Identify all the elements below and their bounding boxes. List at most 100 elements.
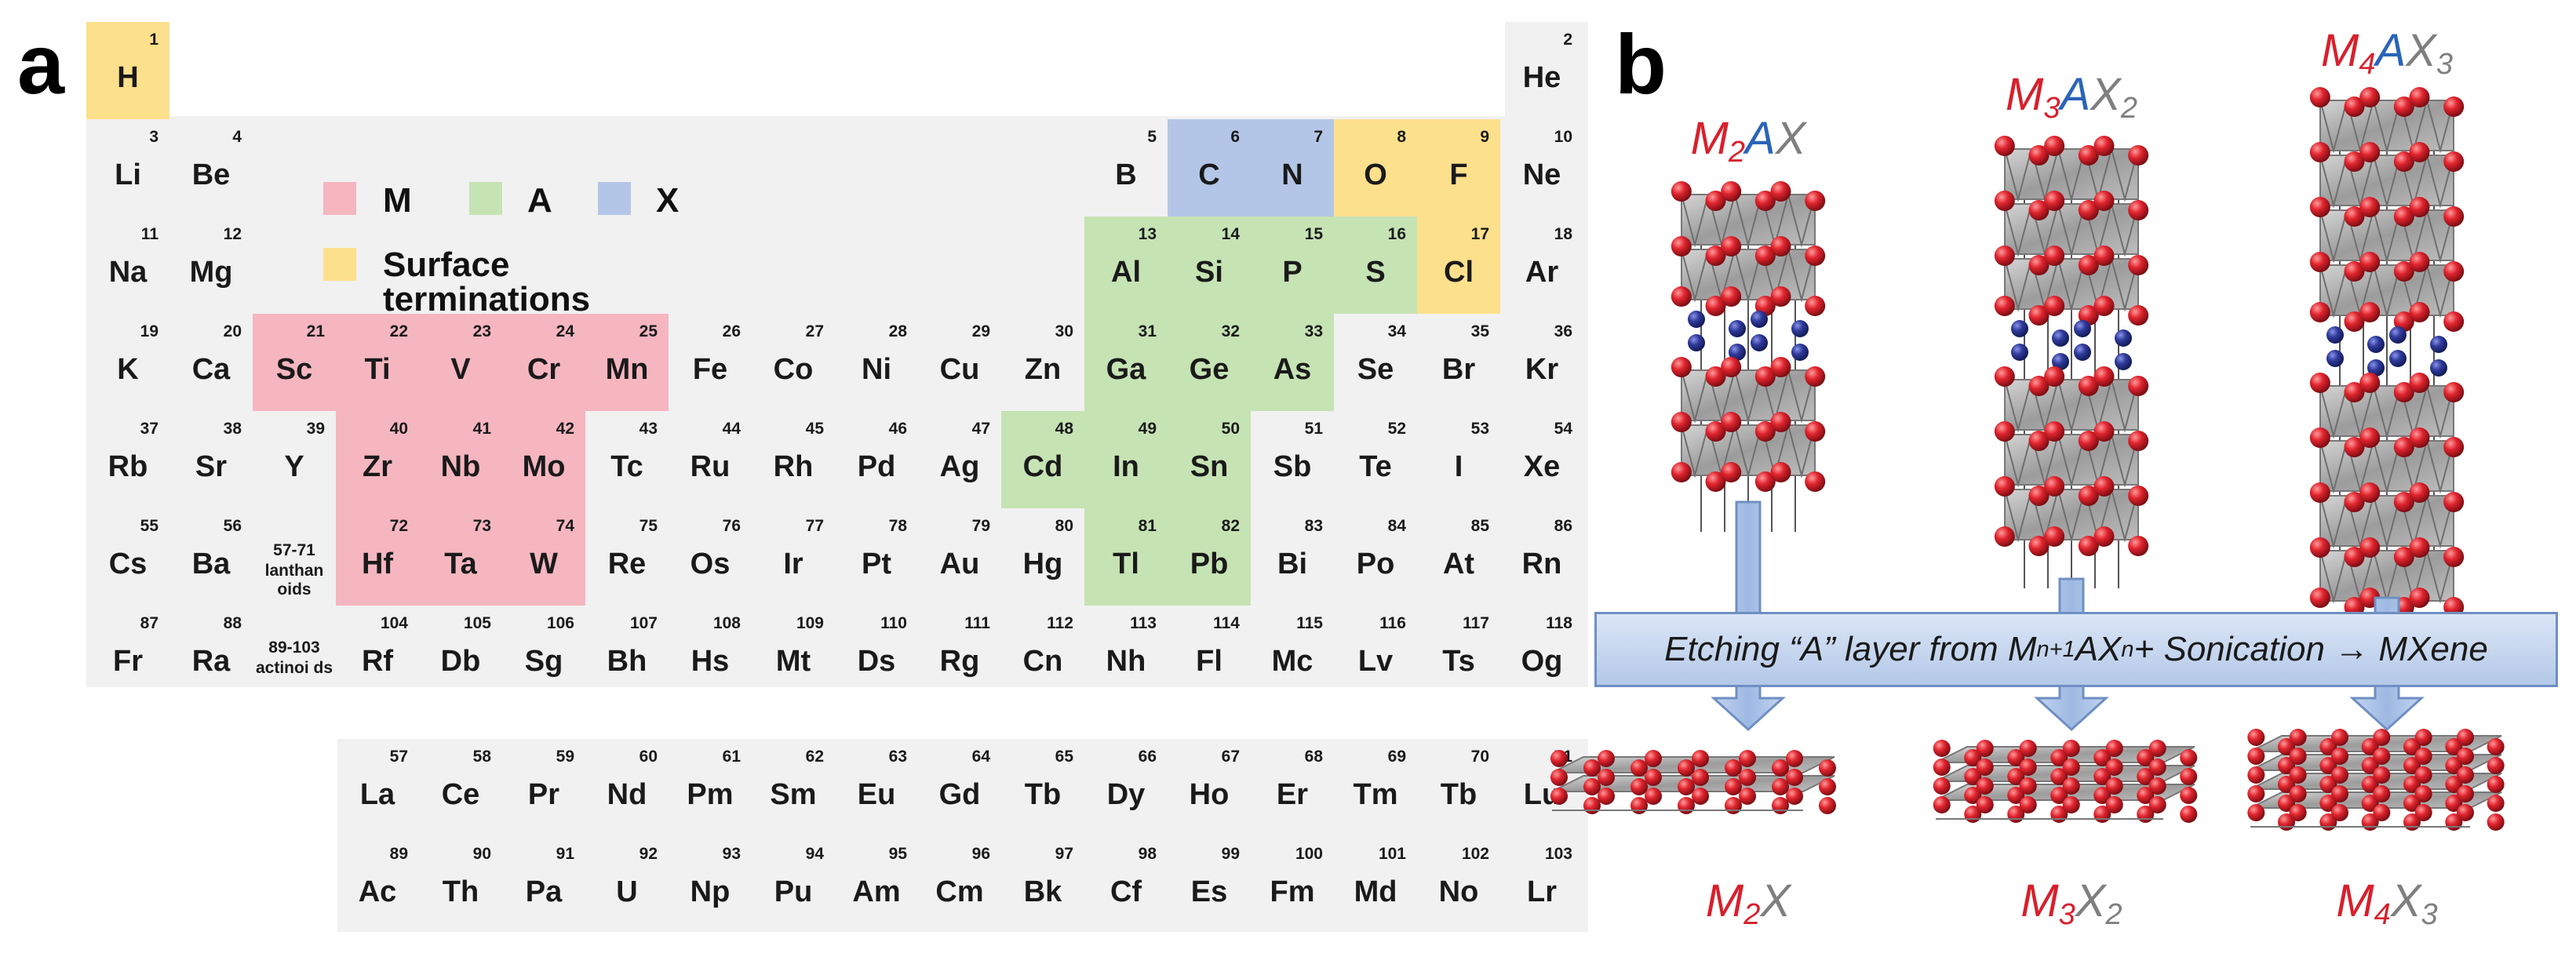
mxene-atom [2331,785,2348,802]
atomic-number: 89 [389,845,408,863]
element-symbol: Ni [862,353,891,386]
formula-subscript: 2 [2120,92,2137,125]
metal-atom [2093,296,2115,316]
metal-atom [1721,181,1742,202]
a-atom [2326,326,2344,344]
metal-atom [2443,382,2465,402]
mxene-atom [2278,738,2295,755]
octahedron-edge [2373,385,2401,439]
element-symbol: Be [191,158,231,191]
mxene-atom [2137,787,2155,804]
atomic-number: 43 [639,420,658,438]
element-symbol: Hg [1022,548,1063,580]
mxene-atom [1630,759,1648,777]
element-symbol: S [1365,256,1386,289]
element-symbol: Th [442,875,479,908]
octahedron-slab [2004,489,2139,540]
metal-atom [2393,492,2414,512]
metal-atom [2093,246,2115,266]
formula-subscript: 2 [1743,898,1761,931]
mxene-atom [2137,749,2155,766]
atomic-number: 107 [629,614,658,632]
mxene-atom [2247,766,2265,784]
metal-atom [2359,428,2381,448]
mxene-atom [2180,749,2198,766]
metal-atom [2344,261,2365,282]
element-symbol: Li [115,158,141,191]
octahedron-edge [2319,495,2348,549]
atomic-number: 98 [1138,845,1157,863]
mxene-atom [2487,795,2505,812]
mxene-atom [2361,738,2379,755]
metal-atom [2443,311,2465,332]
metal-atom [2359,373,2381,393]
octahedron-edge [1787,424,1816,478]
mxene-atom [1725,759,1742,777]
mxene-atom [2019,796,2037,813]
atomic-number: 57 [389,748,408,766]
atomic-number: 77 [805,517,824,535]
metal-atom [2028,486,2050,506]
element-symbol: Na [108,256,148,289]
mxene-atom [2331,804,2348,821]
element-symbol: Ag [939,450,980,483]
formula-symbol: X [2075,875,2106,926]
metal-atom [2409,428,2430,448]
metal-atom [2128,376,2149,396]
metal-atom [1994,191,2015,211]
mxene-atom [2361,757,2379,774]
atomic-number: 31 [1138,322,1157,340]
mxene-atom [2062,777,2080,795]
metal-atom [1770,462,1791,482]
legend-swatch-0 [323,182,356,215]
mxene-atom [2278,795,2295,812]
metal-atom [1671,236,1692,257]
element-symbol: Al [1111,256,1141,289]
metal-atom [2093,476,2115,497]
atomic-number: 40 [389,420,408,438]
mxene-atom [2319,776,2337,793]
octahedron-edge [2111,258,2139,312]
mxene-atom [1976,740,1994,757]
metal-atom [2128,536,2149,556]
mxene-atom [2445,738,2463,755]
element-symbol: Pm [687,778,734,811]
element-symbol: U [616,875,638,908]
mxene-atom [1933,740,1951,757]
mxene-atom [2050,768,2068,785]
metal-atom [2409,373,2430,393]
a-atom [2430,359,2447,377]
mxene-atom [2319,738,2337,755]
a-atom [1791,344,1809,361]
a-atom [2430,336,2447,353]
atomic-number: 62 [805,748,824,766]
metal-atom [2409,588,2430,608]
metal-atom [2078,200,2099,220]
atomic-number: 88 [223,614,242,632]
mxene-atom [2247,748,2265,765]
